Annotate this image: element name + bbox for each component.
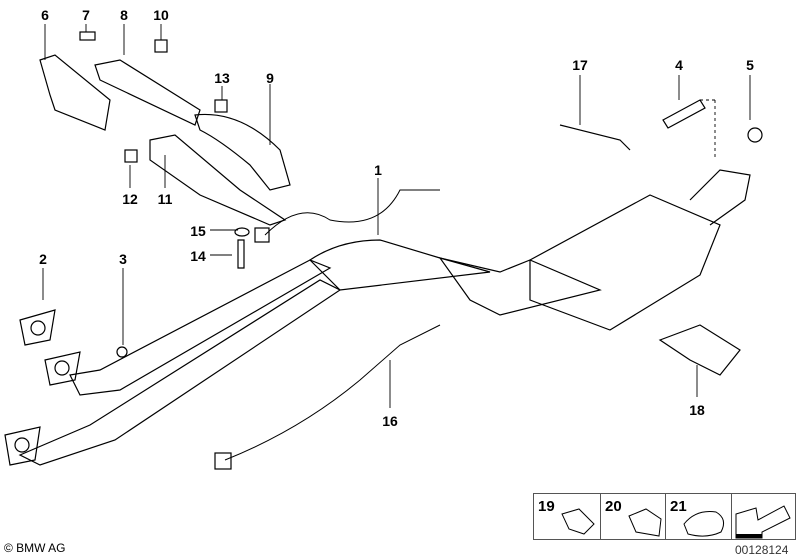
part-label-8: 8: [120, 7, 128, 23]
legend-item-arrow: [731, 493, 796, 540]
part-label-14: 14: [190, 248, 206, 264]
part-label-18: 18: [689, 402, 705, 418]
part-label-17: 17: [572, 57, 588, 73]
arrow-icon: [735, 505, 791, 539]
clamp-9: [194, 113, 291, 191]
part-label-9: 9: [266, 70, 274, 86]
legend-number: 19: [538, 498, 555, 515]
sensor-wire-17: [264, 189, 440, 236]
part-label-12: 12: [122, 191, 138, 207]
spring-clip-icon: [683, 511, 725, 537]
part-label-16: 16: [382, 413, 398, 429]
part-label-10: 10: [153, 7, 169, 23]
bracket-8: [94, 59, 201, 126]
gasket-2: [19, 309, 56, 346]
part-label-3: 3: [119, 251, 127, 267]
part-label-6: 6: [41, 7, 49, 23]
y-pipe: [309, 239, 491, 291]
catalytic-converter: [529, 194, 721, 331]
sensor-17: [559, 124, 631, 151]
legend-number: 21: [670, 498, 687, 515]
legend-number: 20: [605, 498, 622, 515]
part-label-11: 11: [157, 191, 173, 207]
part-label-1: 1: [374, 162, 382, 178]
legend-item-19: 19: [533, 493, 601, 540]
part-label-15: 15: [190, 223, 206, 239]
clip-icon: [561, 508, 595, 535]
part-label-4: 4: [675, 57, 683, 73]
part-label-5: 5: [746, 57, 754, 73]
legend-item-21: 21: [665, 493, 732, 540]
drawing-number: 00128124: [735, 543, 789, 557]
clamp-11: [149, 134, 287, 226]
bracket-18: [658, 324, 741, 376]
leader-lines: [42, 24, 751, 408]
bracket-6: [39, 54, 111, 131]
part-label-2: 2: [39, 251, 47, 267]
part-label-13: 13: [214, 70, 230, 86]
sensor-wire-16: [224, 324, 441, 461]
front-pipe-upper: [69, 259, 332, 396]
part-label-7: 7: [82, 7, 90, 23]
clamp-icon: [628, 508, 662, 537]
outlet-pipe: [689, 169, 751, 226]
legend-item-20: 20: [600, 493, 666, 540]
copyright: © BMW AG: [4, 541, 66, 555]
cat-inlet: [438, 257, 602, 316]
